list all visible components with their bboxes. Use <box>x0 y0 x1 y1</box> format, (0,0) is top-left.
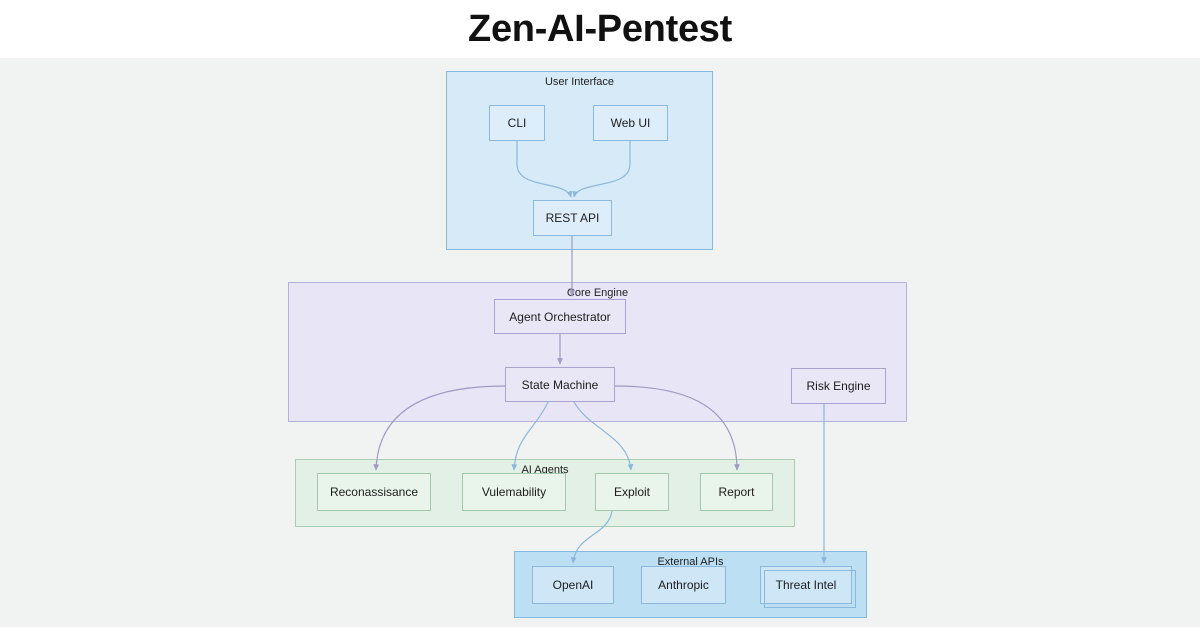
node-threat-intel[interactable]: Threat Intel <box>760 566 856 608</box>
group-label-core-engine: Core Engine <box>566 287 629 299</box>
group-label-user-interface: User Interface <box>544 76 615 88</box>
node-web-ui[interactable]: Web UI <box>593 105 668 141</box>
node-state-machine[interactable]: State Machine <box>505 367 615 402</box>
node-vulemability[interactable]: Vulemability <box>462 473 566 511</box>
node-reconassisance[interactable]: Reconassisance <box>317 473 431 511</box>
node-risk-engine[interactable]: Risk Engine <box>791 368 886 404</box>
group-label-external-apis: External APIs <box>657 556 724 568</box>
diagram-canvas: User Interface Core Engine AI Agents Ext… <box>0 58 1200 627</box>
node-cli[interactable]: CLI <box>489 105 545 141</box>
page-header: Zen-AI-Pentest <box>0 0 1200 58</box>
node-exploit[interactable]: Exploit <box>595 473 669 511</box>
node-agent-orchestrator[interactable]: Agent Orchestrator <box>494 299 626 334</box>
page-title: Zen-AI-Pentest <box>468 8 732 50</box>
node-openai[interactable]: OpenAI <box>532 566 614 604</box>
node-rest-api[interactable]: REST API <box>533 200 612 236</box>
node-report[interactable]: Report <box>700 473 773 511</box>
node-anthropic[interactable]: Anthropic <box>641 566 726 604</box>
